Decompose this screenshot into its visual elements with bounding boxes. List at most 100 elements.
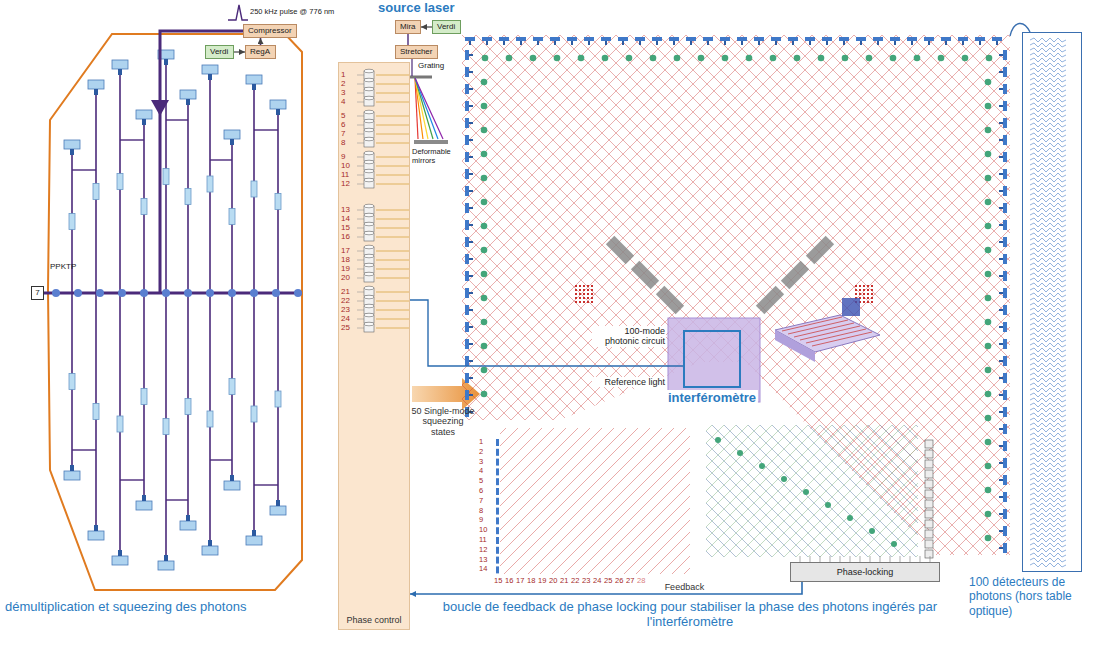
waveguide-line <box>0 35 630 648</box>
channel-number: 14 <box>479 565 487 574</box>
detector-symbol <box>1030 368 1066 372</box>
mirror-icon <box>1003 407 1007 417</box>
mirror-icon <box>686 37 696 41</box>
mirror-icon <box>1003 356 1007 366</box>
waveplate-dot <box>985 511 992 518</box>
mirror-post <box>469 54 473 56</box>
waveguide-line <box>624 428 690 574</box>
grid-line <box>706 425 820 557</box>
mirror-post <box>999 411 1003 413</box>
waveguide-line <box>0 35 196 648</box>
ppktp-crystal <box>69 374 75 390</box>
waveguide-line <box>504 428 690 574</box>
waveguide-line <box>644 35 1095 648</box>
beam-splitter-icon <box>112 556 128 565</box>
waveguide-line <box>406 35 1095 648</box>
waveguide-line <box>0 35 42 648</box>
fiber-lead <box>357 237 364 238</box>
waveguide-line <box>546 35 1095 648</box>
pump-laser-box: Verdi <box>205 45 234 59</box>
waveplate-dot <box>985 415 992 422</box>
waveguide-line <box>1078 35 1095 648</box>
detector-symbol <box>1030 153 1066 157</box>
waveguide-line <box>648 428 690 574</box>
mirror-icon <box>465 220 469 230</box>
waveplate-dot <box>602 55 609 62</box>
channel-number: 17 <box>341 246 350 255</box>
waveguide-line <box>658 35 1095 648</box>
annotation: Deformable mirrors <box>412 148 456 165</box>
phase-shifter-top <box>364 128 374 132</box>
detector-box <box>925 490 933 498</box>
ppktp-crystal <box>229 209 235 225</box>
waveguide-line <box>0 35 126 648</box>
mirror-post <box>999 360 1003 362</box>
waveplate-dot <box>914 55 921 62</box>
waveguide-line <box>994 35 1095 648</box>
pump-line <box>160 31 243 293</box>
mirror-icon <box>550 37 560 41</box>
waveplate-dot <box>986 55 993 62</box>
waveguide-line <box>336 35 1036 648</box>
waveguide-line <box>1022 35 1095 648</box>
mirror-post <box>503 41 505 45</box>
fiber-lead <box>357 84 364 85</box>
waveguide-line <box>0 35 560 648</box>
mirror-icon <box>1003 186 1007 196</box>
fiber-output <box>376 228 410 229</box>
fiber-array <box>575 289 577 291</box>
waveguide-line <box>294 35 994 648</box>
waveguide-line <box>500 428 680 574</box>
channel-number: 1 <box>341 70 345 79</box>
mirror-post <box>894 41 896 45</box>
mirror-post <box>707 41 709 45</box>
chip-3d-side <box>775 330 815 362</box>
phase-shifter-top <box>364 137 374 141</box>
waveguide-line <box>1078 35 1095 648</box>
mirror-icon <box>1003 424 1007 434</box>
waveguide-line <box>1022 35 1095 648</box>
annotation: Reference light <box>592 377 666 387</box>
waveguide-line <box>0 35 14 648</box>
phase-shifter-top <box>364 286 374 290</box>
detector-symbol <box>1030 278 1066 282</box>
grid-line <box>706 425 816 557</box>
fiber-array <box>871 289 873 291</box>
beam-splitter-post <box>142 119 146 125</box>
mirror-icon <box>1003 509 1007 519</box>
ppktp-crystal <box>185 399 191 415</box>
channel-number: 15 <box>341 223 350 232</box>
mirror-post <box>999 156 1003 158</box>
detector-symbol <box>1030 108 1066 112</box>
fiber-array <box>863 285 865 287</box>
detector-symbol <box>1030 273 1066 277</box>
node-label: interféromètre <box>666 390 758 405</box>
detector-symbol <box>1030 428 1066 432</box>
detector-symbol <box>1030 218 1066 222</box>
detector-symbol <box>1030 333 1066 337</box>
waveplate-dot <box>985 535 992 542</box>
detector-symbol <box>1030 433 1066 437</box>
waveguide-line <box>0 35 546 648</box>
channel-number: 12 <box>479 546 487 555</box>
fiber-array <box>583 297 585 299</box>
mirror-icon <box>465 254 469 264</box>
grid-line <box>706 425 828 557</box>
mirror-post <box>469 122 473 124</box>
fiber-array <box>591 293 593 295</box>
mirror-post <box>999 496 1003 498</box>
pump-link <box>210 159 232 160</box>
channel-number: 9 <box>479 516 483 525</box>
mirror-icon <box>465 322 469 332</box>
fiber-array <box>867 301 869 303</box>
waveguide-line <box>98 35 798 648</box>
fiber-output <box>376 251 410 252</box>
mirror-post <box>999 547 1003 549</box>
mirror-post <box>469 173 473 175</box>
waveguide-line <box>0 35 378 648</box>
waveguide-line <box>0 35 294 648</box>
pump-link <box>72 449 96 450</box>
mirror-icon <box>618 37 628 41</box>
detector-box <box>925 510 933 518</box>
